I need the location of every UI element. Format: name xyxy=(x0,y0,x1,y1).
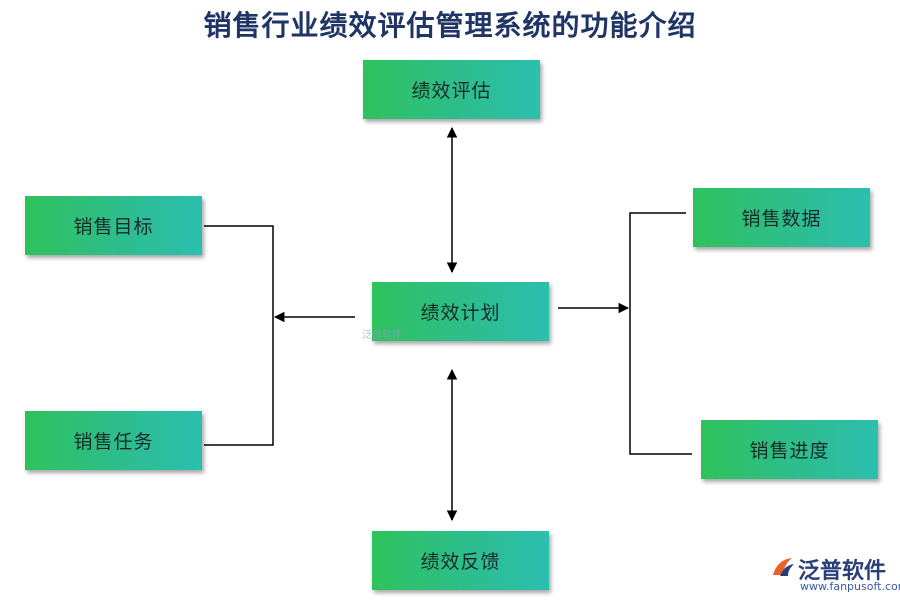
node-feedback: 绩效反馈 xyxy=(372,531,549,590)
bracket-left xyxy=(204,225,274,446)
brand-logo: 泛普软件 www.fanpusoft.com xyxy=(770,553,900,597)
fanpu-logo-icon xyxy=(773,558,794,576)
logo-name: 泛普软件 xyxy=(798,559,887,584)
node-label: 绩效反馈 xyxy=(420,551,501,573)
node-sales-data: 销售数据 xyxy=(693,188,870,247)
node-label: 绩效计划 xyxy=(420,302,501,324)
logo-url: www.fanpusoft.com xyxy=(800,580,900,593)
node-sales-task: 销售任务 xyxy=(25,411,202,470)
node-sales-target: 销售目标 xyxy=(25,196,202,255)
watermark-text: 泛普软件 xyxy=(362,330,402,341)
node-label: 销售任务 xyxy=(73,431,154,453)
node-label: 销售目标 xyxy=(73,216,154,238)
node-evaluation: 绩效评估 xyxy=(363,60,540,119)
node-label: 销售进度 xyxy=(749,440,830,462)
node-sales-progress: 销售进度 xyxy=(701,420,878,479)
node-plan: 绩效计划 xyxy=(372,282,549,341)
node-label: 销售数据 xyxy=(741,208,822,230)
page-title: 销售行业绩效评估管理系统的功能介绍 xyxy=(203,9,697,42)
node-label: 绩效评估 xyxy=(411,80,492,102)
bracket-right xyxy=(629,212,692,455)
